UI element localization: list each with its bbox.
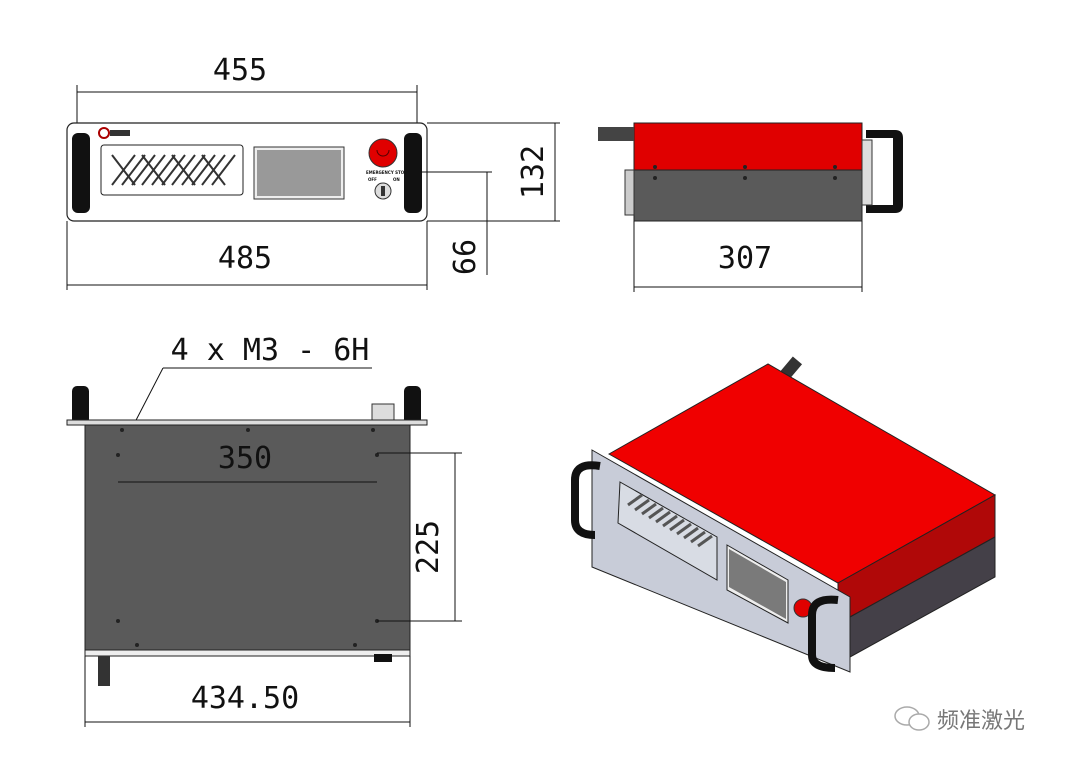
dim-132: 132 (516, 145, 551, 199)
side-handle (866, 130, 903, 213)
side-gray-base (633, 169, 863, 222)
iso-handle-left (571, 461, 601, 539)
dim-307: 307 (718, 241, 772, 276)
bottom-view: 4 x M3 - 6H 350 225 434.50 (66, 333, 462, 727)
estop-label: EMERGENCY STOP (366, 170, 407, 175)
thread-note: 4 x M3 - 6H (171, 333, 370, 368)
cable-connector (598, 127, 634, 141)
side-red-cover (633, 122, 863, 171)
wechat-icon (894, 706, 930, 731)
bottom-cable (98, 656, 110, 686)
emergency-stop-button (368, 138, 398, 168)
dim-455: 455 (213, 53, 267, 88)
bottom-flange (66, 419, 428, 426)
key-off-label: OFF (368, 177, 377, 182)
key-on-label: ON (393, 177, 400, 182)
bottom-plate (84, 424, 411, 651)
logo-text (110, 130, 130, 136)
dim-66: 66 (448, 239, 483, 275)
side-view: 307 (598, 122, 903, 292)
vent-plate (100, 144, 244, 196)
iso-screen (729, 549, 786, 619)
screen (257, 150, 341, 196)
isometric-view (571, 356, 997, 673)
watermark: 频准激光 (893, 703, 1025, 735)
watermark-text: 频准激光 (937, 709, 1026, 734)
handle-right (404, 133, 422, 213)
dim-434-50: 434.50 (191, 681, 299, 716)
iso-handle-right (808, 595, 839, 672)
front-view: 455 EMERGENCY STOP OFF ON 485 132 66 (66, 53, 560, 290)
dim-485: 485 (218, 241, 272, 276)
dim-225: 225 (411, 520, 446, 574)
handle-left (72, 133, 90, 213)
dim-350: 350 (218, 441, 272, 476)
logo-icon (98, 127, 110, 139)
